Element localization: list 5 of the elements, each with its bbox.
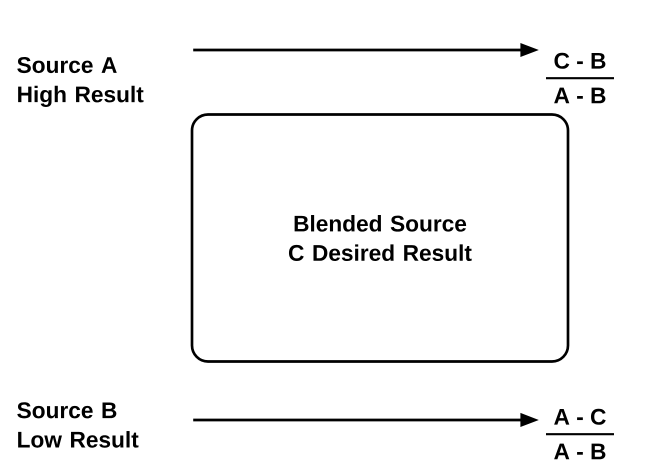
source-label: Source A High Result	[17, 57, 144, 107]
source-label: Source B Low Result	[17, 402, 138, 448]
fraction: A - C A - B	[546, 408, 614, 460]
fraction: C - B A - B	[546, 52, 614, 104]
mixture-box: Blended Source C Desired Result	[190, 113, 570, 363]
